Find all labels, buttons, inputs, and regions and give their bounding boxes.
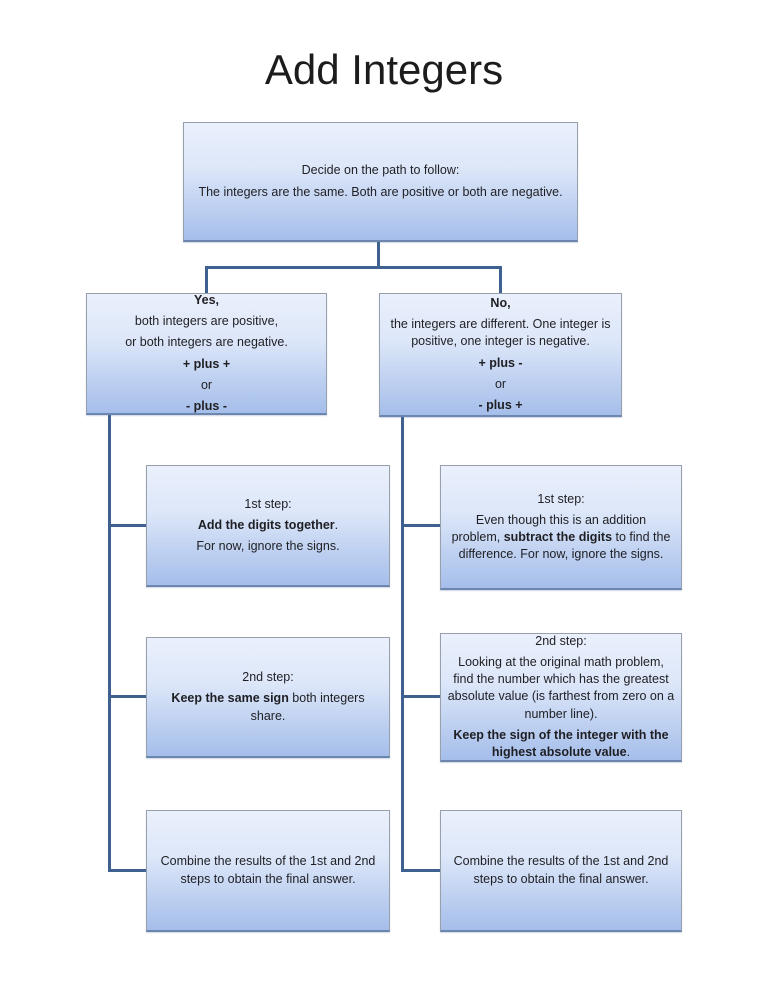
page-title: Add Integers xyxy=(264,46,504,93)
no-step2-box: 2nd step: Looking at the original math p… xyxy=(440,633,682,762)
connector-no-stub-step1 xyxy=(401,524,440,527)
no-final-box: Combine the results of the 1st and 2nd s… xyxy=(440,810,682,932)
yes-step2-bold-text: Keep the same sign xyxy=(171,691,289,706)
no-step1-after-bold: to find the difference. For now, ignore … xyxy=(458,530,671,562)
yes-step1-bold-text: Add the digits together xyxy=(197,517,335,532)
connector-top-stem xyxy=(377,242,380,268)
yes-step1-line: For now, ignore the signs. xyxy=(196,539,340,554)
no-formula1: + plus - xyxy=(478,355,523,370)
no-body: the integers are different. One integer … xyxy=(390,317,611,349)
no-heading: No, xyxy=(490,295,511,310)
no-step2-heading: 2nd step: xyxy=(535,633,587,648)
no-step2-body: Looking at the original math problem, fi… xyxy=(447,654,675,721)
no-step1-bold-text: subtract the digits xyxy=(503,530,613,544)
connector-no-stub-step2 xyxy=(401,695,440,698)
no-step1-box: 1st step: Even though this is an additio… xyxy=(440,465,682,590)
yes-step2-heading: 2nd step: xyxy=(242,670,294,685)
no-step2-after-bold: . xyxy=(626,745,631,760)
no-step1-heading: 1st step: xyxy=(537,491,585,506)
connector-no-trunk xyxy=(401,417,404,872)
yes-final-body: Combine the results of the 1st and 2nd s… xyxy=(160,854,376,886)
connector-yes-stub-step2 xyxy=(108,695,146,698)
yes-formula2: - plus - xyxy=(186,399,227,413)
yes-step2-instruction: Keep the same sign both integers share. xyxy=(156,690,380,725)
yes-line2: or both integers are negative. xyxy=(125,335,288,350)
yes-step2-box: 2nd step: Keep the same sign both intege… xyxy=(146,637,390,758)
no-or: or xyxy=(494,376,507,391)
no-final-body: Combine the results of the 1st and 2nd s… xyxy=(453,854,669,886)
connector-yes-drop xyxy=(205,266,208,293)
connector-no-stub-final xyxy=(401,869,440,872)
yes-step1-instruction: Add the digits together. xyxy=(198,517,338,534)
yes-branch-box: Yes, both integers are positive, or both… xyxy=(86,293,327,415)
yes-step1-heading: 1st step: xyxy=(244,496,292,511)
connector-yes-stub-final xyxy=(108,869,146,872)
decide-box: Decide on the path to follow: The intege… xyxy=(183,122,578,242)
no-step2-bold-text: Keep the sign of the integer with the hi… xyxy=(453,727,669,760)
yes-final-box: Combine the results of the 1st and 2nd s… xyxy=(146,810,390,932)
decide-line2: The integers are the same. Both are posi… xyxy=(198,184,563,199)
connector-yes-stub-step1 xyxy=(108,524,146,527)
yes-step1-after-bold: . xyxy=(334,517,339,532)
yes-heading: Yes, xyxy=(193,292,220,307)
yes-or: or xyxy=(200,377,213,392)
decide-line1: Decide on the path to follow: xyxy=(301,163,460,178)
connector-yes-trunk xyxy=(108,415,111,872)
no-step1-instruction: Even though this is an addition problem,… xyxy=(450,512,672,564)
no-formula2: - plus + xyxy=(478,398,523,412)
yes-line1: both integers are positive, xyxy=(134,314,279,328)
yes-step2-after-bold: both integers share. xyxy=(250,691,365,723)
yes-formula1: + plus + xyxy=(182,356,231,371)
no-step2-instruction: Keep the sign of the integer with the hi… xyxy=(447,727,675,762)
no-branch-box: No, the integers are different. One inte… xyxy=(379,293,622,417)
no-step1-before-bold: Even though this is an addition problem, xyxy=(451,512,647,544)
connector-no-drop xyxy=(499,266,502,293)
connector-top-bar xyxy=(205,266,502,269)
yes-step1-box: 1st step: Add the digits together. For n… xyxy=(146,465,390,587)
